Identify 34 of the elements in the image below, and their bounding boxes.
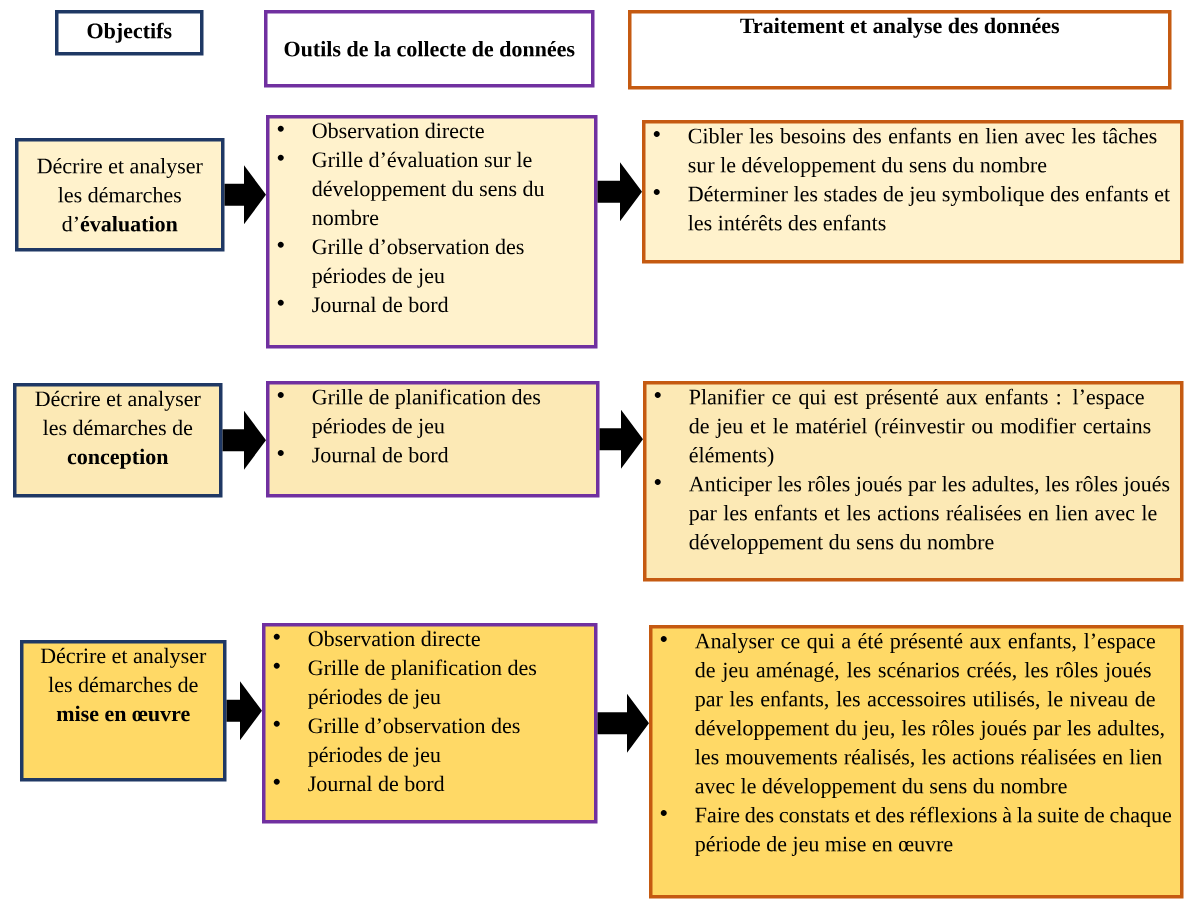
list-box xyxy=(266,115,598,349)
bullet-item: Journal de bord xyxy=(277,447,449,463)
bullet-item: Observation directe xyxy=(273,630,480,647)
bullet-item: Anticiper les rôles joués par les adultes, les rôles joués par les enfants et les actions réalisées en lien avec le développement du sens du nombre xyxy=(654,475,1170,554)
bullet-item: Grille d’observation des périodes de jeu xyxy=(277,238,524,288)
header-text: Outils de la collecte de données xyxy=(284,40,575,57)
bullet-item: Grille d’observation des périodes de jeu xyxy=(273,717,520,767)
header-box xyxy=(55,10,204,56)
list-box xyxy=(642,120,1184,264)
bullet-item: Grille de planification des périodes de jeu xyxy=(277,388,541,438)
objective-box xyxy=(15,138,225,252)
bullet-item: Déterminer les stades de jeu symbolique des enfants et les intérêts des enfants xyxy=(653,185,1170,231)
header-box xyxy=(628,10,1172,90)
objective-text: Décrire et analyser les démarches de mise en œuvre xyxy=(40,647,207,722)
bullet-item: Grille d’évaluation sur le développement du sens du nombre xyxy=(277,151,545,226)
list-box xyxy=(649,625,1184,899)
list-box xyxy=(643,381,1184,582)
header-box xyxy=(264,10,595,88)
bullet-item: Grille de planification des périodes de jeu xyxy=(273,659,537,709)
list-box xyxy=(266,381,600,498)
list-box xyxy=(262,623,598,824)
header-text: Traitement et analyse des données xyxy=(740,17,1060,38)
bullet-item: Faire des constats et des réflexions à la suite de chaque période de jeu mise en œuvre xyxy=(660,806,1172,856)
header-text: Objectifs xyxy=(87,22,172,43)
bullet-item: Analyser ce qui a été présenté aux enfants, l’espace de jeu aménagé, les scénarios créés, les rôles joués par les enfants, les accessoires utilisés, le niveau de développement du jeu, les rôles joués par les adultes, les mouvements réalisés, les actions réalisées en lien avec le développement du sens du nombre xyxy=(660,632,1164,798)
objective-box xyxy=(13,383,223,498)
bullet-item: Observation directe xyxy=(277,122,484,139)
bullet-item: Cibler les besoins des enfants en lien avec les tâches sur le développement du sens du nombre xyxy=(653,127,1157,177)
bullet-item: Planifier ce qui est présenté aux enfants : l’espace de jeu et le matériel (réinvestir ou modifier certains éléments) xyxy=(654,388,1151,467)
objective-text: Décrire et analyser les démarches de conception xyxy=(35,390,201,469)
bullet-item: Journal de bord xyxy=(277,296,449,313)
objective-text: Décrire et analyser les démarches d’évaluation xyxy=(37,157,203,232)
bullet-item: Journal de bord xyxy=(273,775,445,792)
objective-box xyxy=(20,640,227,782)
